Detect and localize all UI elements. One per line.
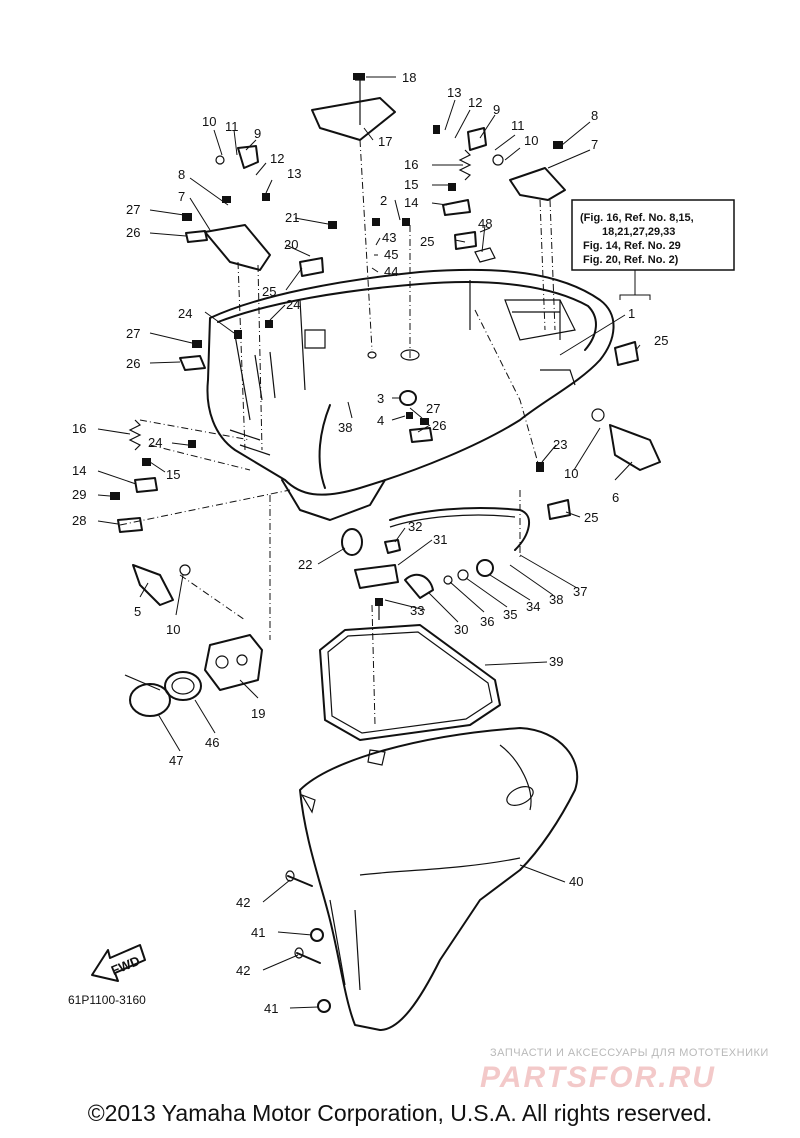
callout-25: 25 (654, 333, 668, 348)
callout-11: 11 (225, 119, 239, 134)
watermark-tagline: ЗАПЧАСТИ И АКСЕССУАРЫ ДЛЯ МОТОТЕХНИКИ (490, 1047, 769, 1059)
callout-19: 19 (251, 706, 265, 721)
callout-1: 1 (628, 306, 635, 321)
callout-47: 47 (169, 753, 183, 768)
lower-cover (299, 727, 579, 1031)
alignment-lines (119, 139, 556, 726)
callout-38: 38 (338, 420, 352, 435)
callout-29: 29 (72, 487, 86, 502)
copyright-notice: ©2013 Yamaha Motor Corporation, U.S.A. A… (87, 1100, 713, 1126)
callout-12: 12 (270, 151, 284, 166)
callout-33: 33 (410, 603, 424, 618)
reference-note-box: (Fig. 16, Ref. No. 8,15, 18,21,27,29,33 … (571, 199, 735, 300)
callout-41: 41 (264, 1001, 278, 1016)
callout-34: 34 (526, 599, 540, 614)
callout-13: 13 (287, 166, 301, 181)
callout-9: 9 (493, 102, 500, 117)
seal-gasket (319, 624, 501, 741)
callout-6: 6 (612, 490, 619, 505)
callout-25: 25 (420, 234, 434, 249)
callout-11: 11 (511, 118, 525, 133)
callout-40: 40 (569, 874, 583, 889)
callout-48: 48 (478, 216, 492, 231)
callout-14: 14 (404, 195, 418, 210)
callout-25: 25 (584, 510, 598, 525)
callout-45: 45 (384, 247, 398, 262)
reference-note-line-2: 18,21,27,29,33 (602, 226, 675, 238)
callout-25: 25 (262, 284, 276, 299)
callout-30: 30 (454, 622, 468, 637)
callout-4: 4 (377, 413, 384, 428)
callout-17: 17 (378, 134, 392, 149)
callout-27: 27 (126, 326, 140, 341)
watermark-brand: PARTSFOR.RU (480, 1061, 716, 1094)
callout-44: 44 (384, 264, 398, 279)
callout-labels: 18 17 13 12 9 11 10 8 7 16 15 14 48 10 1… (72, 70, 668, 1016)
callout-32: 32 (408, 519, 422, 534)
callout-39: 39 (549, 654, 563, 669)
watermark: ЗАПЧАСТИ И АКСЕССУАРЫ ДЛЯ МОТОТЕХНИКИ PA… (480, 1047, 769, 1094)
callout-31: 31 (433, 532, 447, 547)
callout-10: 10 (564, 466, 578, 481)
fwd-arrow-icon: FWD (91, 944, 146, 982)
callout-41: 41 (251, 925, 265, 940)
callout-26: 26 (432, 418, 446, 433)
small-parts (110, 73, 661, 1013)
callout-22: 22 (298, 557, 312, 572)
callout-26: 26 (126, 356, 140, 371)
callout-15: 15 (404, 177, 418, 192)
callout-8: 8 (178, 167, 185, 182)
callout-13: 13 (447, 85, 461, 100)
callout-24: 24 (286, 297, 300, 312)
callout-42: 42 (236, 963, 250, 978)
callout-3: 3 (377, 391, 384, 406)
callout-10: 10 (166, 622, 180, 637)
callout-21: 21 (285, 210, 299, 225)
callout-9: 9 (254, 126, 261, 141)
callout-26: 26 (126, 225, 140, 240)
callout-23: 23 (553, 437, 567, 452)
callout-35: 35 (503, 607, 517, 622)
callout-16: 16 (72, 421, 86, 436)
callout-38: 38 (549, 592, 563, 607)
callout-12: 12 (468, 95, 482, 110)
callout-27: 27 (426, 401, 440, 416)
callout-15: 15 (166, 467, 180, 482)
callout-37: 37 (573, 584, 587, 599)
callout-46: 46 (205, 735, 219, 750)
callout-10: 10 (202, 114, 216, 129)
callout-36: 36 (480, 614, 494, 629)
callout-5: 5 (134, 604, 141, 619)
callout-42: 42 (236, 895, 250, 910)
callout-18: 18 (402, 70, 416, 85)
bottom-cowling-assembly (206, 268, 615, 521)
callout-14: 14 (72, 463, 86, 478)
reference-note-line-4: Fig. 20, Ref. No. 2) (583, 254, 679, 266)
callout-20: 20 (284, 237, 298, 252)
reference-note-line-3: Fig. 14, Ref. No. 29 (583, 240, 681, 252)
callout-16: 16 (404, 157, 418, 172)
callout-8: 8 (591, 108, 598, 123)
drawing-code: 61P1100-3160 (68, 993, 146, 1007)
callout-10: 10 (524, 133, 538, 148)
leader-lines (97, 76, 641, 1009)
callout-24: 24 (178, 306, 192, 321)
callout-7: 7 (178, 189, 185, 204)
callout-2: 2 (380, 193, 387, 208)
callout-7: 7 (591, 137, 598, 152)
callout-27: 27 (126, 202, 140, 217)
callout-28: 28 (72, 513, 86, 528)
callout-43: 43 (382, 230, 396, 245)
reference-note-line-1: (Fig. 16, Ref. No. 8,15, (580, 212, 694, 224)
callout-24: 24 (148, 435, 162, 450)
